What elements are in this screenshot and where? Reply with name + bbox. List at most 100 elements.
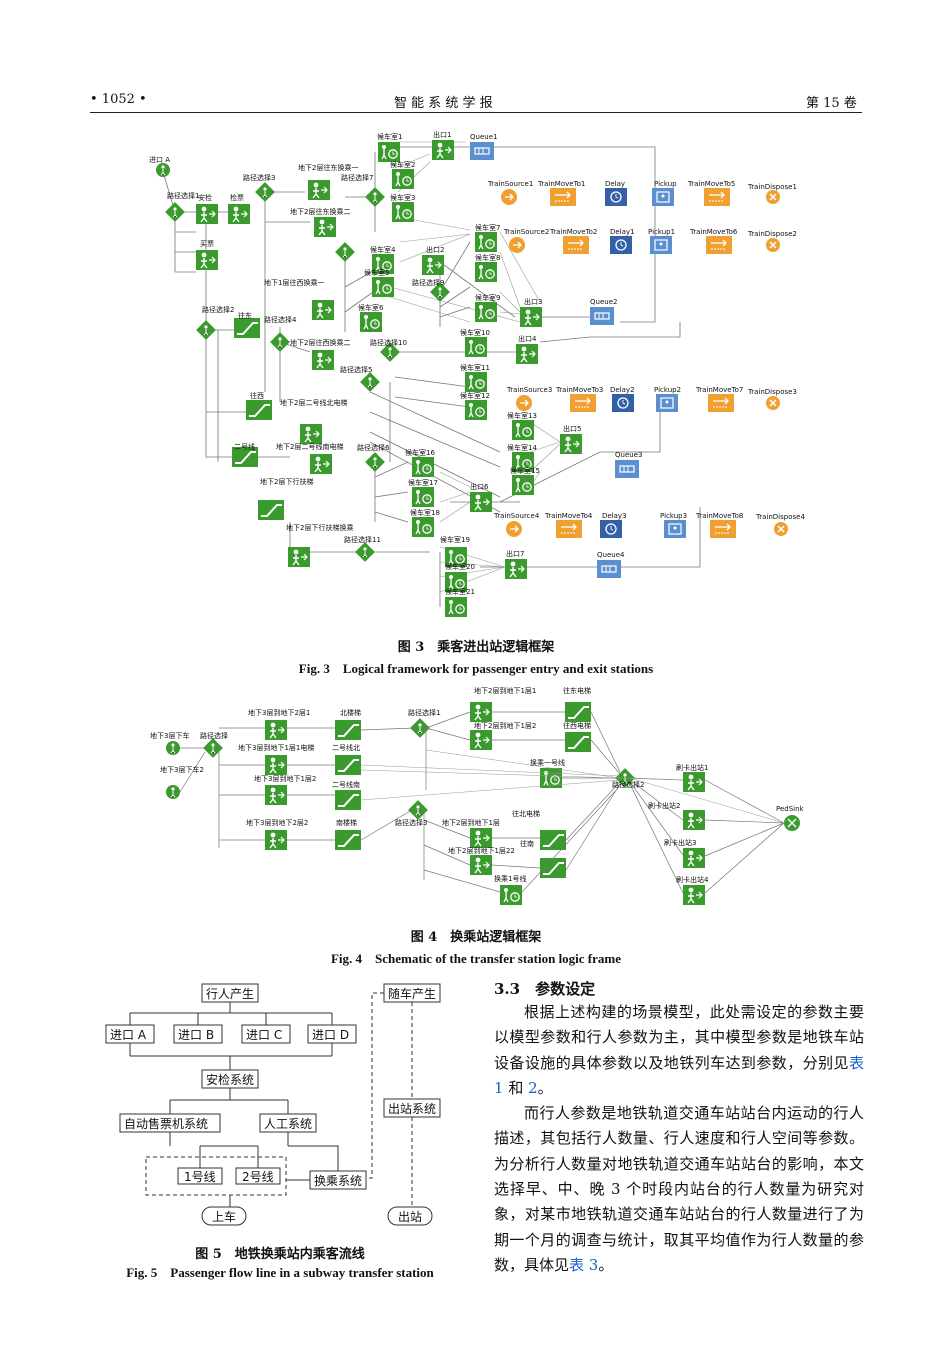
diagram-label: 往西电梯 <box>563 721 591 730</box>
paragraph-1: 根据上述构建的场景模型，此处需设定的参数主要以模型参数和行人参数为主，其中模型参… <box>494 1003 864 1097</box>
diagram-label: 往东电梯 <box>563 686 591 695</box>
diagram-label: 出口1 <box>433 130 451 139</box>
diagram-label: TrainMoveTo8 <box>695 512 743 520</box>
diagram-label: 候车室21 <box>445 587 475 596</box>
fig5-caption-cn: 图 5 地铁换乘站内乘客流线 <box>195 1247 365 1262</box>
diagram-label: 二号线南 <box>332 780 360 789</box>
diagram-label: 地下2层二号线北电梯 <box>280 398 347 407</box>
diagram-label: 路径选择11 <box>344 535 381 544</box>
diagram-label: 买票 <box>200 240 214 248</box>
diagram-label: 刷卡出站4 <box>676 875 709 884</box>
diagram-label: 候车室5 <box>364 268 389 277</box>
diagram-label: 出口5 <box>563 424 581 433</box>
diagram-label: 上车 <box>212 1209 236 1224</box>
diagram-label: 出口4 <box>518 334 537 343</box>
diagram-label: 候车室3 <box>390 193 415 202</box>
diagram-label: 路径选择3 <box>395 818 427 827</box>
diagram-label: 候车室11 <box>460 363 490 372</box>
diagram-label: TrainMoveTo5 <box>687 180 735 188</box>
diagram-label: 地下2层到地下1层1 <box>474 686 536 695</box>
diagram-label: TrainSource2 <box>503 228 549 236</box>
diagram-label: 往西 <box>250 391 264 400</box>
diagram-label: 出口3 <box>524 297 542 306</box>
diagram-label: 地下2层二号线南电梯 <box>276 442 343 451</box>
diagram-label: TrainDispose2 <box>747 230 797 238</box>
diagram-label: 地下2层往西换乘二 <box>290 338 350 347</box>
diagram-label: 候车室18 <box>410 508 440 517</box>
diagram-label: 地下2层往东换乘一 <box>298 163 358 172</box>
paragraph-2: 而行人参数是地铁轨道交通车站站台内运动的行人描述，其包括行人数量、行人速度和行人… <box>494 1104 864 1274</box>
diagram-label: 路径选择1 <box>408 708 440 717</box>
journal-title: 智 能 系 统 学 报 <box>394 96 493 111</box>
diagram-label: TrainMoveTo2 <box>549 228 597 236</box>
diagram-label: Pickup2 <box>654 386 681 394</box>
diagram-label: 候车室10 <box>460 328 490 337</box>
diagram-label: TrainSource1 <box>487 180 533 188</box>
diagram-label: 进口 B <box>178 1028 214 1042</box>
diagram-label: 刷卡出站3 <box>664 838 696 847</box>
diagram-label: 安检系统 <box>206 1072 254 1087</box>
diagram-label: 候车室15 <box>510 466 540 475</box>
diagram-label: 随车产生 <box>388 986 436 1001</box>
diagram-label: 二号线北 <box>332 743 360 752</box>
diagram-label: 北楼梯 <box>340 708 361 717</box>
diagram-label: 地下1层往西换乘一 <box>264 278 324 287</box>
fig3-caption-cn: 图 3 乘客进出站逻辑框架 <box>397 640 555 655</box>
diagram-label: Delay3 <box>602 512 627 520</box>
diagram-label: TrainDispose3 <box>747 388 797 396</box>
diagram-label: 路径选择7 <box>341 173 373 182</box>
diagram-label: TrainMoveTo6 <box>689 228 738 236</box>
diagram-label: 候车室16 <box>405 448 435 457</box>
table-1-link[interactable]: 表 1 <box>494 1053 864 1097</box>
diagram-label: Pickup <box>654 180 677 188</box>
diagram-label: 路径选择9 <box>412 278 444 287</box>
diagram-label: 1号线 <box>184 1170 216 1184</box>
diagram-label: 进口 A <box>149 156 170 164</box>
diagram-label: 进口 D <box>312 1028 349 1042</box>
diagram-label: 路径选择3 <box>243 173 275 182</box>
header-rule <box>90 112 862 113</box>
diagram-label: 路径选择2 <box>612 780 644 789</box>
diagram-label: Delay1 <box>610 228 635 236</box>
diagram-label: 刷卡出站1 <box>676 763 708 772</box>
fig4-caption-cn: 图 4 换乘站逻辑框架 <box>410 930 542 945</box>
diagram-label: 安检 <box>198 193 212 202</box>
fig3-caption-en: Fig. 3 Logical framework for passenger e… <box>298 661 654 676</box>
diagram-label: 地下2层到地下1层 <box>442 818 500 827</box>
page-number: • 1052 • <box>90 92 147 107</box>
diagram-label: 人工系统 <box>264 1117 312 1131</box>
table-2-link[interactable]: 2 <box>528 1078 538 1097</box>
diagram-label: 地下3层下车 <box>150 731 189 740</box>
diagram-label: Delay <box>605 180 625 188</box>
diagram-label: Queue2 <box>590 298 617 306</box>
diagram-label: PedSink <box>776 805 805 813</box>
diagram-label: 地下2层到地下1层22 <box>448 846 515 855</box>
diagram-label: 候车室12 <box>460 391 490 400</box>
diagram-label: 地下2层下行扶梯 <box>260 477 313 486</box>
diagram-label: 地下3层下车2 <box>160 765 204 774</box>
diagram-label: 出站 <box>398 1210 422 1224</box>
diagram-label: 路径选择6 <box>357 443 390 452</box>
diagram-label: Delay2 <box>610 386 635 394</box>
diagram-label: 地下3层到地下1层2 <box>254 774 316 783</box>
diagram-label: 候车室20 <box>445 562 475 571</box>
volume: 第 15 卷 <box>806 96 857 111</box>
diagram-label: 地下2层下行扶梯换乘 <box>286 523 353 532</box>
diagram-label: Queue1 <box>470 133 497 141</box>
diagram-label: 刷卡出站2 <box>648 801 680 810</box>
diagram-label: 地下2层往东换乘二 <box>290 207 350 216</box>
diagram-label: 候车室4 <box>370 245 396 254</box>
diagram-label: 地下3层到地下2层2 <box>246 818 308 827</box>
fig5-diagram: 行人产生 随车产生 进口 A 进口 B 进口 C 进口 D 安检系统 自动售票机… <box>105 983 441 1226</box>
diagram-label: 候车室13 <box>507 411 537 420</box>
table-3-link[interactable]: 表 3 <box>569 1255 599 1274</box>
diagram-label: TrainDispose4 <box>755 513 805 521</box>
diagram-label: 候车室19 <box>440 535 470 544</box>
diagram-label: Queue3 <box>615 451 642 459</box>
diagram-label: 地下3层到地下2层1 <box>248 708 310 717</box>
diagram-label: 路径选择1 <box>167 191 199 200</box>
diagram-label: 换乘一号线 <box>530 758 565 767</box>
diagram-label: 候车室2 <box>390 160 415 169</box>
diagram-label: 出口7 <box>506 549 524 558</box>
diagram-label: 路径选择2 <box>202 305 234 314</box>
